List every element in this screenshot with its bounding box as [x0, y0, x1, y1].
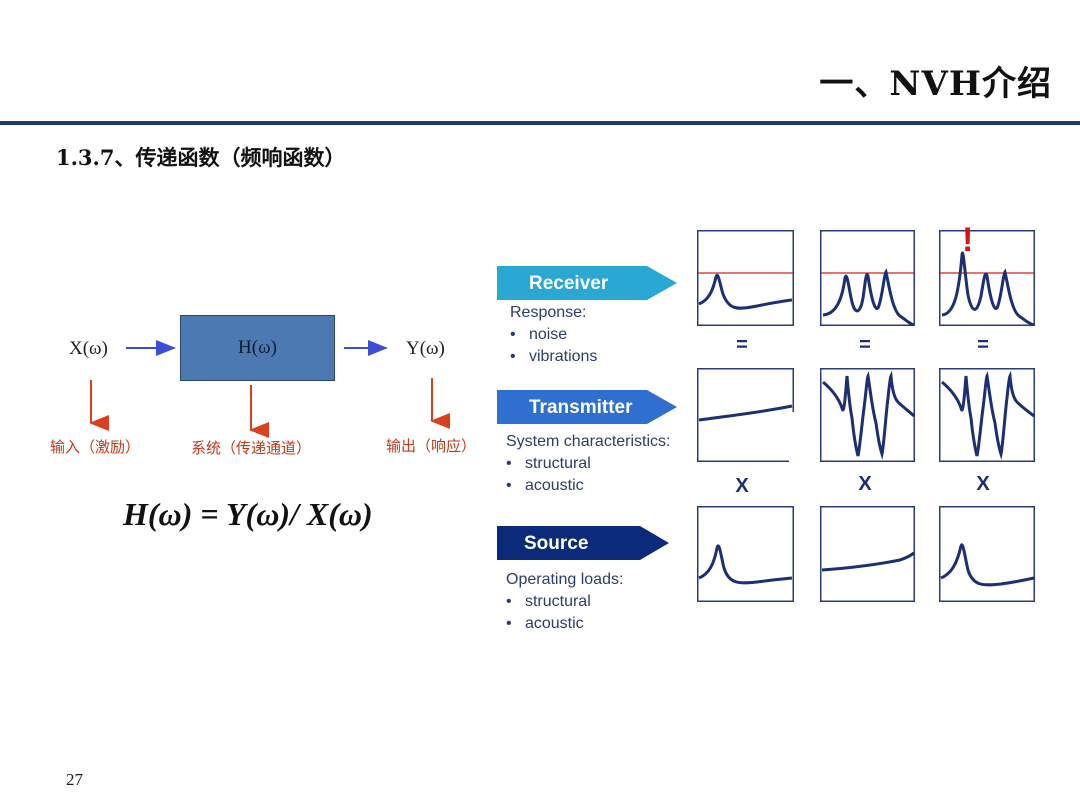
transmitter-banner [497, 390, 677, 424]
equals-sign: = [977, 334, 989, 356]
transmitter-frf-panel-3 [939, 368, 1035, 462]
input-label: 输入（激励） [50, 438, 141, 456]
input-symbol: X(ω) [69, 338, 108, 359]
source-item: • structural [506, 593, 591, 610]
receiver-label: Receiver [529, 273, 609, 294]
diagram-arrows [89, 340, 450, 438]
system-box: H(ω) [180, 315, 335, 381]
transmitter-description: System characteristics: • structural • a… [506, 431, 670, 497]
source-load-panel-1 [697, 506, 794, 602]
section-subtitle: 1.3.7、传递函数（频响函数） [56, 145, 346, 170]
transmitter-heading: System characteristics: [506, 433, 671, 450]
equals-sign: = [859, 334, 871, 356]
transmitter-frf-panel-1 [697, 368, 794, 462]
system-symbol: H(ω) [238, 337, 277, 358]
receiver-item: • vibrations [510, 348, 598, 365]
equals-sign: = [736, 334, 748, 356]
multiply-sign: X [858, 473, 872, 495]
receiver-item: • noise [510, 326, 568, 343]
source-label: Source [524, 533, 589, 554]
output-symbol: Y(ω) [406, 338, 445, 359]
slide-title: 一、NVH介绍 [819, 64, 1052, 104]
multiply-sign: X [735, 475, 749, 497]
source-banner [497, 526, 669, 560]
transmitter-item: • structural [506, 455, 591, 472]
system-label: 系统（传递通道） [191, 439, 312, 457]
receiver-response-panel-2 [820, 230, 915, 326]
source-load-panel-3 [939, 506, 1035, 602]
transmitter-item: • acoustic [506, 477, 584, 494]
source-heading: Operating loads: [506, 571, 624, 588]
transfer-function-formula: H(ω) = Y(ω)/ X(ω) [123, 496, 373, 532]
multiply-sign: X [976, 473, 990, 495]
warning-exclamation: ! [962, 221, 974, 259]
output-label: 输出（响应） [386, 437, 477, 455]
transmitter-frf-panel-2 [820, 368, 915, 462]
transmitter-label: Transmitter [529, 397, 633, 418]
receiver-response-panel-3 [939, 230, 1035, 326]
receiver-banner [497, 266, 677, 300]
page-number: 27 [66, 770, 83, 789]
receiver-heading: Response: [510, 304, 587, 321]
title-rule [0, 121, 1080, 125]
source-load-panel-2 [820, 506, 915, 602]
receiver-description: Response: • noise • vibrations [510, 302, 597, 368]
source-description: Operating loads: • structural • acoustic [506, 569, 623, 635]
source-item: • acoustic [506, 615, 584, 632]
receiver-response-panel-1 [697, 230, 794, 326]
